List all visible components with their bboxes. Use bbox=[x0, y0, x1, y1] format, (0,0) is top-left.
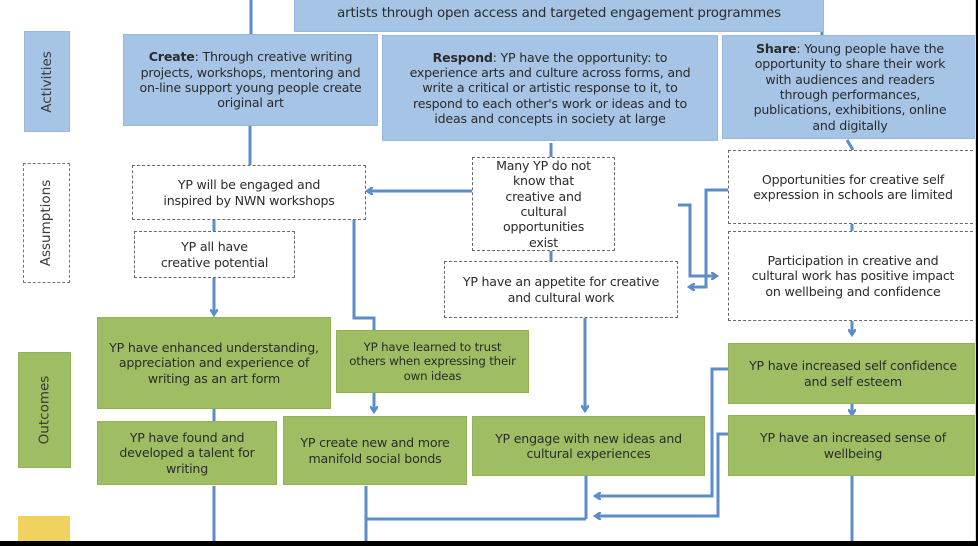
row-label-next bbox=[18, 516, 70, 541]
assumption-positive: Participation in creative and cultural w… bbox=[728, 231, 975, 321]
row-label-assumptions: Assumptions bbox=[23, 163, 70, 283]
outcome-wellbeing: YP have an increased sense of wellbeing bbox=[728, 415, 975, 476]
assumption-engaged: YP will be engaged and inspired by NWN w… bbox=[132, 165, 366, 220]
assumption-limited-text: Opportunities for creative self expressi… bbox=[753, 171, 953, 202]
outcome-bonds-text: YP create new and more manifold social b… bbox=[300, 435, 450, 466]
assumption-appetite: YP have an appetite for creative and cul… bbox=[444, 261, 678, 318]
outcome-engage-text: YP engage with new ideas and cultural ex… bbox=[495, 430, 682, 461]
top-box-text: artists through open access and targeted… bbox=[337, 5, 781, 21]
assumption-positive-text: Participation in creative and cultural w… bbox=[751, 252, 955, 299]
activity-create: Create: Through creative writing project… bbox=[123, 34, 378, 126]
connector-limited-appetite bbox=[690, 188, 728, 287]
outcome-engage: YP engage with new ideas and cultural ex… bbox=[472, 416, 705, 476]
activity-respond: Respond: YP have the opportunity: to exp… bbox=[382, 35, 718, 141]
connector-unaware-positive bbox=[678, 203, 716, 276]
connector-engaged-trust bbox=[352, 218, 376, 330]
outcome-understanding-text: YP have enhanced understanding, apprecia… bbox=[109, 339, 319, 386]
activity-create-title: Create bbox=[148, 49, 195, 65]
activity-share: Share: Young people have the opportunity… bbox=[722, 35, 975, 139]
outcome-trust: YP have learned to trust others when exp… bbox=[336, 330, 529, 393]
activity-respond-text: : YP have the opportunity: to experience… bbox=[409, 49, 691, 127]
assumption-engaged-text: YP will be engaged and inspired by NWN w… bbox=[163, 177, 335, 208]
activity-respond-title: Respond bbox=[432, 49, 493, 65]
activity-share-title: Share bbox=[756, 40, 797, 56]
assumption-potential: YP all have creative potential bbox=[134, 231, 295, 278]
assumption-limited: Opportunities for creative self expressi… bbox=[728, 150, 975, 224]
assumption-appetite-text: YP have an appetite for creative and cul… bbox=[462, 274, 660, 305]
row-label-activities-text: Activities bbox=[39, 50, 55, 113]
outcome-confidence: YP have increased self confidence and se… bbox=[728, 343, 975, 404]
assumption-unaware: Many YP do not know that creative and cu… bbox=[472, 157, 615, 251]
outcome-wellbeing-text: YP have an increased sense of wellbeing bbox=[760, 430, 946, 461]
outcome-understanding: YP have enhanced understanding, apprecia… bbox=[97, 317, 331, 409]
outcome-bonds: YP create new and more manifold social b… bbox=[283, 416, 467, 485]
row-label-outcomes-text: Outcomes bbox=[36, 375, 53, 445]
assumption-unaware-text: Many YP do not know that creative and cu… bbox=[496, 157, 591, 250]
outcome-trust-text: YP have learned to trust others when exp… bbox=[349, 339, 516, 383]
top-box: artists through open access and targeted… bbox=[294, 0, 824, 32]
activity-create-text: : Through creative writing projects, wor… bbox=[139, 49, 362, 111]
row-label-outcomes: Outcomes bbox=[18, 352, 71, 468]
activity-share-text: : Young people have the opportunity to s… bbox=[753, 40, 947, 133]
outcome-confidence-text: YP have increased self confidence and se… bbox=[749, 358, 957, 389]
row-label-assumptions-text: Assumptions bbox=[38, 179, 55, 267]
assumption-potential-text: YP all have creative potential bbox=[160, 239, 269, 270]
outcome-talent: YP have found and developed a talent for… bbox=[97, 421, 277, 485]
row-label-activities: Activities bbox=[24, 31, 70, 132]
connector-share-limited bbox=[845, 139, 855, 151]
outcome-talent-text: YP have found and developed a talent for… bbox=[119, 429, 255, 476]
